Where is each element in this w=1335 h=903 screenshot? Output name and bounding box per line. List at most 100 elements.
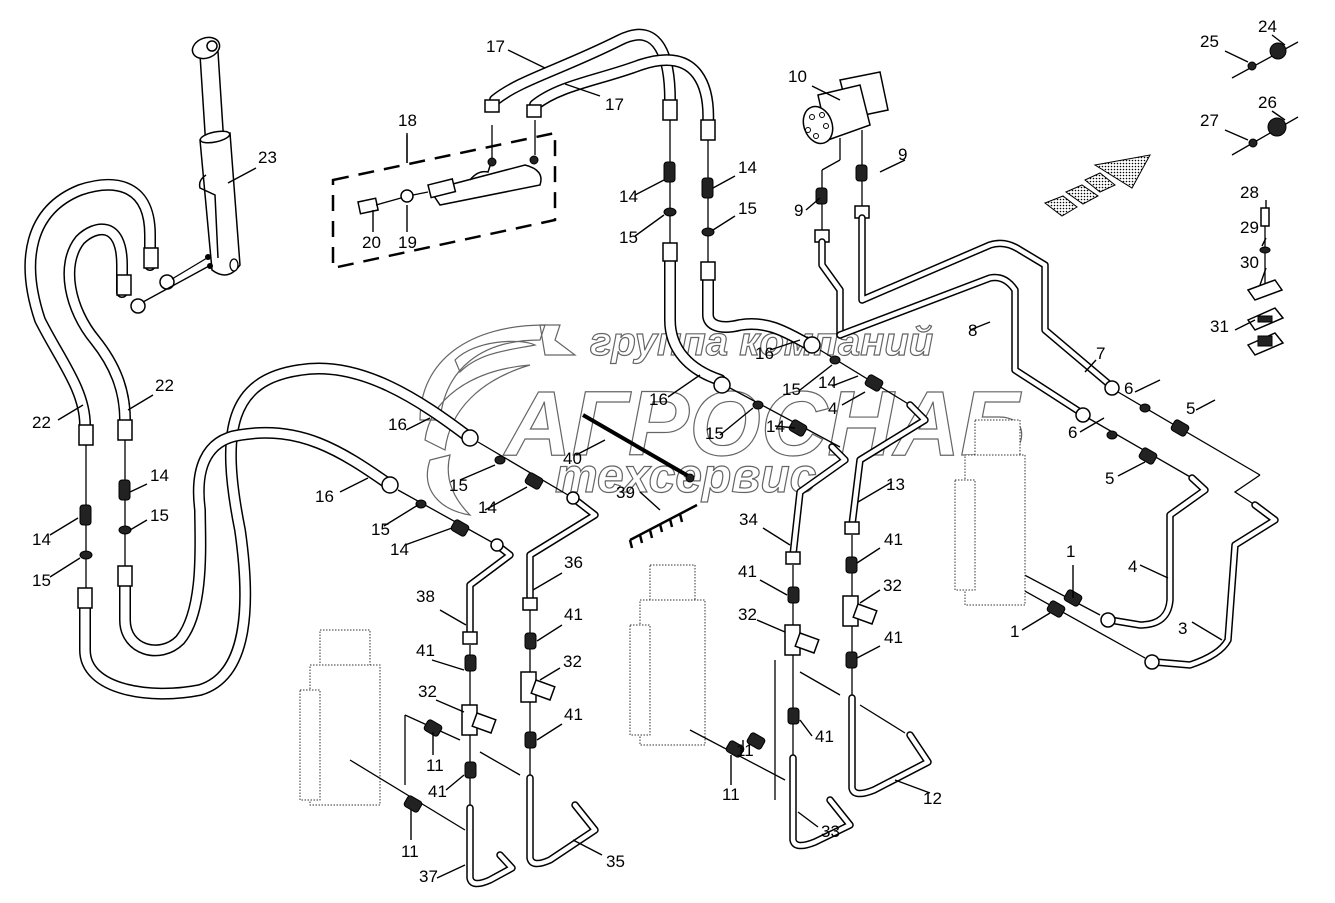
callout-number: 41 xyxy=(564,605,583,624)
callout-number: 6 xyxy=(1068,423,1077,442)
pipe-3-4 xyxy=(1004,474,1279,670)
callout-number: 39 xyxy=(616,483,635,502)
callout-leader-line xyxy=(1134,379,1161,393)
callout-leader-line xyxy=(831,375,859,387)
callout-leader-line xyxy=(634,214,665,237)
callout-number: 1 xyxy=(1010,622,1019,641)
callout-number: 14 xyxy=(150,466,169,485)
callout-leader-line xyxy=(856,645,881,659)
callout-15: 15 xyxy=(782,364,833,399)
callout-number: 27 xyxy=(1200,111,1219,130)
callout-number: 17 xyxy=(605,95,624,114)
callout-number: 15 xyxy=(150,506,169,525)
callout-leader-line xyxy=(1224,129,1249,141)
callout-number: 40 xyxy=(563,449,582,468)
callout-27: 27 xyxy=(1200,111,1249,141)
callout-10: 10 xyxy=(788,67,841,101)
callout-8: 8 xyxy=(968,321,991,340)
callout-leader-line xyxy=(445,774,465,791)
callout-number: 15 xyxy=(705,424,724,443)
watermark: группа компаний АГРОСНАБ техсервис xyxy=(419,319,1026,516)
callout-leader-line xyxy=(129,483,148,493)
callout-leader-line xyxy=(459,464,496,481)
callout-leader-line xyxy=(857,481,893,503)
callout-leader-line xyxy=(435,699,465,713)
callout-leader-line xyxy=(431,659,465,671)
callout-number: 11 xyxy=(426,756,444,775)
callout-number: 8 xyxy=(968,321,977,340)
callout-26: 26 xyxy=(1258,93,1286,121)
callout-leader-line xyxy=(856,547,881,564)
callout-number: 26 xyxy=(1258,93,1277,112)
callout-1: 1 xyxy=(1010,612,1051,641)
callout-29: 29 xyxy=(1240,218,1267,247)
callout-leader-line xyxy=(879,159,906,173)
callout-leader-line xyxy=(639,491,661,511)
callout-leader-line xyxy=(774,425,796,429)
callout-number: 15 xyxy=(782,380,801,399)
callout-leader-line xyxy=(799,364,833,391)
callout-leader-line xyxy=(383,504,419,527)
callout-number: 1 xyxy=(1066,542,1075,561)
callout-leader-line xyxy=(769,339,801,351)
callout-leader-line xyxy=(1259,267,1267,286)
callout-14: 14 xyxy=(390,527,453,559)
callout-number: 15 xyxy=(32,571,51,590)
callout-number: 14 xyxy=(738,158,757,177)
callout-14: 14 xyxy=(619,179,665,206)
callout-4: 4 xyxy=(1128,557,1169,579)
callout-34: 34 xyxy=(739,510,791,546)
callout-leader-line xyxy=(805,197,821,211)
callout-32: 32 xyxy=(539,652,582,681)
callout-5: 5 xyxy=(1186,399,1216,418)
callout-leader-line xyxy=(759,579,788,596)
callout-leader-line xyxy=(1224,50,1249,63)
callout-12: 12 xyxy=(894,779,942,808)
callout-leader-line xyxy=(1195,399,1216,411)
callout-leader-line xyxy=(539,667,561,681)
callout-leader-line xyxy=(841,391,866,406)
callout-number: 14 xyxy=(390,540,409,559)
callout-1: 1 xyxy=(1066,542,1075,598)
nut-washer-24-25 xyxy=(1231,41,1299,79)
callout-number: 22 xyxy=(32,413,51,432)
callout-7: 7 xyxy=(1084,344,1105,373)
hose-17-pair xyxy=(484,28,716,141)
callout-6: 6 xyxy=(1068,417,1105,442)
callout-number: 15 xyxy=(738,199,757,218)
callout-15: 15 xyxy=(705,407,754,443)
callout-36: 36 xyxy=(532,553,583,591)
callout-number: 16 xyxy=(755,344,774,363)
callout-number: 14 xyxy=(478,498,497,517)
callout-number: 30 xyxy=(1240,253,1259,272)
callout-32: 32 xyxy=(859,576,902,604)
callout-14: 14 xyxy=(818,373,859,392)
callout-leader-line xyxy=(436,864,466,879)
callout-41: 41 xyxy=(799,719,834,746)
callout-41: 41 xyxy=(536,705,583,741)
callout-number: 22 xyxy=(155,376,174,395)
callout-14: 14 xyxy=(766,417,796,436)
callout-number: 9 xyxy=(898,145,907,164)
clamp-39-strap-40 xyxy=(581,413,698,549)
callout-number: 16 xyxy=(315,487,334,506)
callout-leader-line xyxy=(439,609,467,626)
callout-number: 41 xyxy=(884,628,903,647)
callout-number: 38 xyxy=(416,587,435,606)
callout-number: 12 xyxy=(923,789,942,808)
callout-number: 36 xyxy=(564,553,583,572)
callout-leader-line xyxy=(1084,359,1097,373)
callout-number: 15 xyxy=(449,476,468,495)
callout-number: 14 xyxy=(766,417,785,436)
callout-leader-line xyxy=(572,839,603,856)
callout-24: 24 xyxy=(1258,17,1286,46)
nut-washer-26-27 xyxy=(1231,116,1299,156)
callout-number: 13 xyxy=(886,475,905,494)
callout-number: 16 xyxy=(388,415,407,434)
callout-leader-line xyxy=(404,527,453,546)
callout-number: 41 xyxy=(815,727,834,746)
callout-leader-line xyxy=(719,407,754,436)
callout-leader-line xyxy=(129,519,148,531)
left-middle-fitting-chain xyxy=(397,441,580,552)
